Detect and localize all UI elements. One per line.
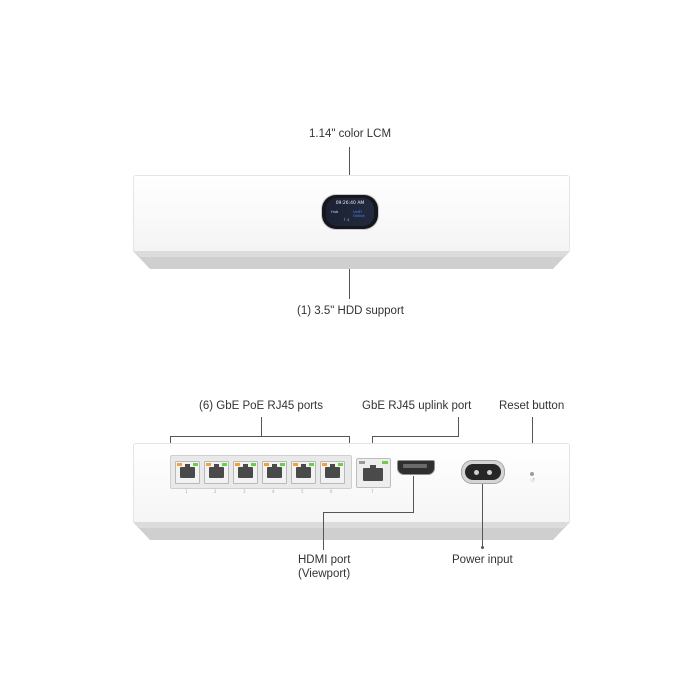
lcm-right-text: UniFi Online [353,210,365,218]
reset-button [530,472,534,476]
power-inlet [461,460,505,484]
gateway-front-base [133,251,570,269]
rj45-port-2 [204,461,229,484]
poe-leader-vertical [261,417,262,436]
lcm-time: 09:26:40 AM [335,201,365,206]
hdmi-leader-down [323,512,324,550]
poe-port-block [170,455,352,489]
reset-icon: ↺ [530,478,536,484]
uplink-port [356,458,391,488]
hdd-leader-line [349,269,350,299]
hdmi-port [397,460,435,475]
rj45-port-6 [320,461,345,484]
power-leader-dot [481,546,484,549]
lcm-leader-line [349,147,350,193]
power-leader-line [482,484,483,548]
uplink-leader-horizontal [372,436,459,437]
lcm-left-text: Hub [331,210,339,214]
port-number-4: 4 [272,489,275,494]
uplink-port-number: 7 [371,489,374,494]
gateway-back-base [133,522,570,540]
hdmi-label-line2: (Viewport) [298,568,351,580]
port-number-5: 5 [301,489,304,494]
hdmi-label-line1: HDMI port [298,554,351,566]
poe-ports-label: (6) GbE PoE RJ45 ports [199,400,323,412]
port-number-1: 1 [185,489,188,494]
hdmi-leader-horizontal [323,512,414,513]
lcm-sub-text: ↑ 4 [343,218,350,222]
lcm-label: 1.14" color LCM [309,128,392,140]
hdmi-leader-up [413,476,414,513]
port-number-3: 3 [243,489,246,494]
hdd-label: (1) 3.5" HDD support [297,305,404,317]
uplink-label: GbE RJ45 uplink port [362,400,472,412]
lcm-display: 09:26:40 AM Hub UniFi Online ↑ 4 [322,195,378,229]
rj45-port-3 [233,461,258,484]
rj45-port-5 [291,461,316,484]
uplink-leader-vertical [458,417,459,437]
port-number-2: 2 [214,489,217,494]
reset-label: Reset button [499,400,565,412]
port-number-6: 6 [330,489,333,494]
power-label: Power input [452,554,513,566]
poe-bracket-horizontal [170,436,350,437]
rj45-port-1 [175,461,200,484]
rj45-port-4 [262,461,287,484]
